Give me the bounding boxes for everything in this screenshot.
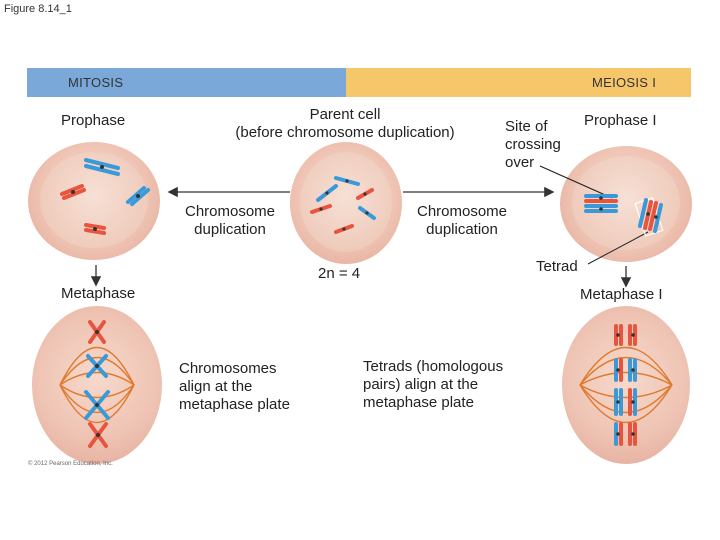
parent-chromosomes <box>310 176 376 234</box>
prophase-label: Prophase <box>61 112 126 129</box>
metaphase-chromosomes <box>84 320 110 448</box>
mitosis-heading: MITOSIS <box>68 75 124 90</box>
prophase-i-chromosomes <box>584 194 663 233</box>
prophase-chromosomes <box>60 158 150 235</box>
chromosomes-align-label: Chromosomes align at the metaphase plate <box>179 360 290 413</box>
site-of-crossing-over-label: Site of crossing over <box>505 118 561 171</box>
metaphase-spindle <box>59 346 135 424</box>
tetrad-label: Tetrad <box>536 258 578 275</box>
parent-cell <box>290 142 402 264</box>
metaphase-i-chromosomes <box>614 324 637 446</box>
mitosis-band <box>27 68 346 97</box>
tetrads-align-label: Tetrads (homologous pairs) align at the … <box>363 358 504 411</box>
prophase-i-label: Prophase I <box>584 112 657 129</box>
leader-crossing-over <box>539 165 613 199</box>
parent-nucleus <box>300 152 392 252</box>
metaphase-i-spindle <box>579 347 673 423</box>
meiosis-band <box>346 68 691 97</box>
figure-title: Figure 8.14_1 <box>4 3 72 15</box>
chromosome-duplication-right-label: Chromosome duplication <box>416 203 508 238</box>
parent-cell-label: Parent cell (before chromosome duplicati… <box>235 106 455 141</box>
metaphase-label: Metaphase <box>61 285 136 302</box>
copyright: © 2012 Pearson Education, Inc. <box>28 461 113 467</box>
leader-tetrad <box>587 231 649 265</box>
metaphase-i-label: Metaphase I <box>580 286 663 303</box>
metaphase-i-cell <box>562 306 690 464</box>
chromosome-duplication-left-label: Chromosome duplication <box>184 203 276 238</box>
ploidy-label: 2n = 4 <box>318 265 361 282</box>
meiosis-heading: MEIOSIS I <box>592 75 657 90</box>
